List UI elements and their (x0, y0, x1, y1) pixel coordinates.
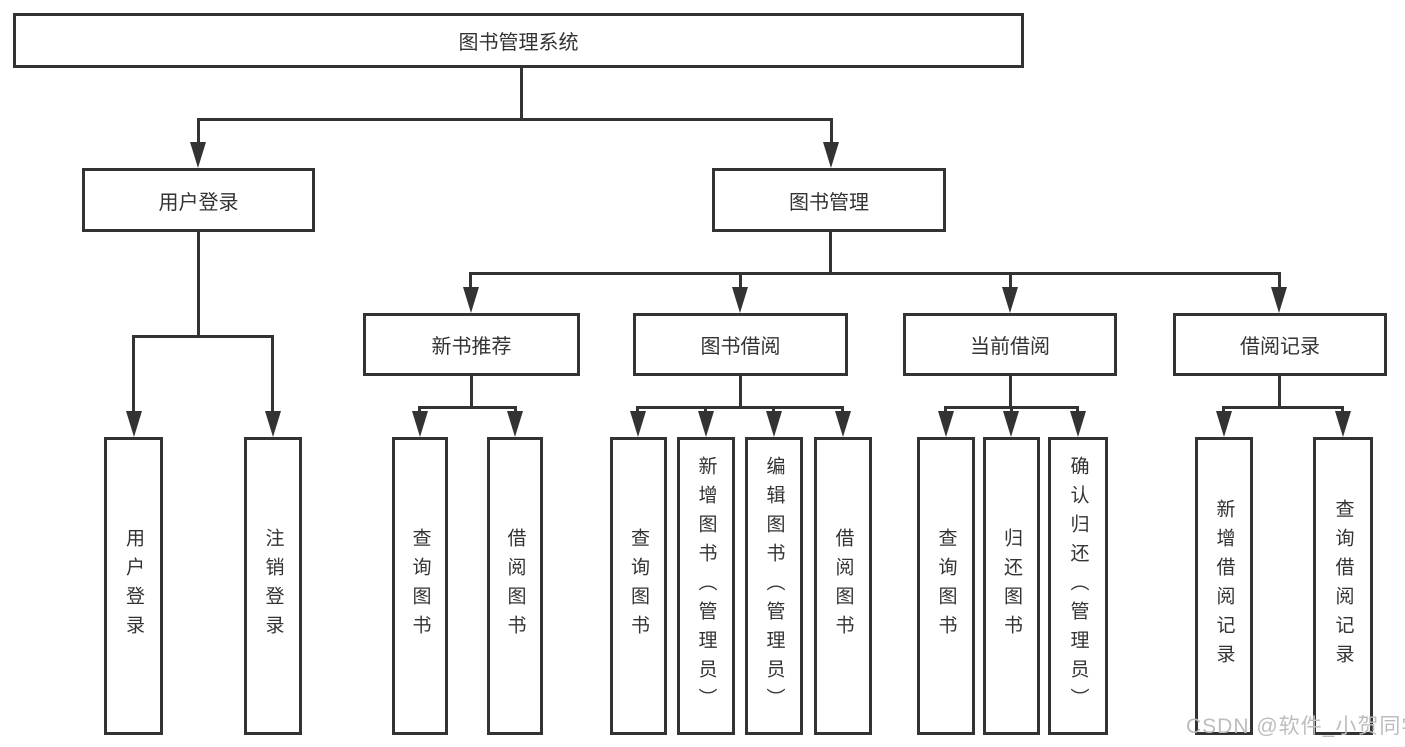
leaf-label: 新增图书（管理员） (695, 455, 717, 717)
arrow-down-icon (190, 142, 206, 168)
connector-stub (1009, 376, 1012, 409)
arrow-down-icon (835, 411, 851, 437)
arrow-down-icon (732, 287, 748, 313)
node-book-management: 图书管理 (712, 168, 946, 232)
connector-stem (1009, 272, 1012, 292)
node-label: 当前借阅 (970, 336, 1050, 358)
leaf-query-borrow-record: 查询借阅记录 (1313, 437, 1373, 735)
node-new-book-recommendation: 新书推荐 (363, 313, 580, 376)
connector-splitter (1222, 406, 1344, 409)
connector-stem (830, 118, 833, 146)
leaf-label: 借阅图书 (832, 528, 854, 644)
arrow-down-icon (938, 411, 954, 437)
arrow-down-icon (1003, 411, 1019, 437)
leaf-user-login: 用户登录 (104, 437, 163, 735)
node-label: 用户登录 (158, 191, 239, 214)
node-label: 图书管理 (789, 191, 869, 214)
leaf-add-books-admin: 新增图书（管理员） (677, 437, 735, 735)
connector-stub (1278, 376, 1281, 409)
connector-stub (739, 376, 742, 409)
arrow-down-icon (1216, 411, 1232, 437)
leaf-logout: 注销登录 (244, 437, 302, 735)
connector-stem (197, 118, 200, 146)
leaf-label: 确认归还（管理员） (1067, 455, 1089, 717)
connector-book-mgmt-stub (829, 232, 832, 275)
connector-stub (470, 376, 473, 409)
leaf-label: 借阅图书 (504, 528, 526, 644)
connector-stem (1278, 272, 1281, 292)
arrow-down-icon (630, 411, 646, 437)
connector-stem (469, 272, 472, 292)
node-book-borrowing: 图书借阅 (633, 313, 848, 376)
connector-root-splitter (197, 118, 833, 121)
leaf-query-books-current: 查询图书 (917, 437, 975, 735)
connector-user-login-splitter (132, 335, 274, 338)
leaf-query-books-recommend: 查询图书 (392, 437, 448, 735)
node-label: 借阅记录 (1240, 336, 1320, 358)
leaf-borrow-books-borrowing: 借阅图书 (814, 437, 872, 735)
connector-splitter (418, 406, 517, 409)
leaf-label: 归还图书 (1001, 528, 1022, 644)
leaf-label: 查询图书 (628, 528, 649, 644)
leaf-confirm-return-admin: 确认归还（管理员） (1048, 437, 1108, 735)
node-user-login: 用户登录 (82, 168, 315, 232)
leaf-add-borrow-record: 新增借阅记录 (1195, 437, 1253, 735)
arrow-down-icon (1271, 287, 1287, 313)
leaf-return-books: 归还图书 (983, 437, 1040, 735)
connector-stem (739, 272, 742, 292)
node-label: 新书推荐 (431, 336, 512, 358)
leaf-label: 查询图书 (935, 528, 957, 644)
leaf-label: 注销登录 (262, 528, 284, 644)
node-label: 图书管理系统 (458, 32, 579, 54)
connector-user-login-stub (197, 232, 200, 338)
arrow-down-icon (126, 411, 142, 437)
connector-stem (271, 335, 274, 415)
connector-root-stub (520, 68, 523, 120)
leaf-label: 新增借阅记录 (1213, 499, 1235, 673)
csdn-watermark: CSDN @软件_小贺同学 (1186, 715, 1405, 738)
leaf-label: 用户登录 (123, 528, 144, 644)
leaf-query-books-borrowing: 查询图书 (610, 437, 667, 735)
arrow-down-icon (823, 142, 839, 168)
connector-stem (132, 335, 135, 415)
arrow-down-icon (1002, 287, 1018, 313)
arrow-down-icon (507, 411, 523, 437)
leaf-edit-books-admin: 编辑图书（管理员） (745, 437, 803, 735)
connector-splitter (636, 406, 844, 409)
arrow-down-icon (1335, 411, 1351, 437)
arrow-down-icon (412, 411, 428, 437)
leaf-label: 查询图书 (409, 528, 431, 644)
arrow-down-icon (698, 411, 714, 437)
connector-book-mgmt-splitter (469, 272, 1281, 275)
leaf-label: 查询借阅记录 (1332, 499, 1354, 673)
arrow-down-icon (766, 411, 782, 437)
leaf-label: 编辑图书（管理员） (763, 455, 785, 717)
arrow-down-icon (265, 411, 281, 437)
node-library-management-system: 图书管理系统 (13, 13, 1024, 68)
node-label: 图书借阅 (700, 336, 781, 358)
arrow-down-icon (1070, 411, 1086, 437)
node-current-borrowing: 当前借阅 (903, 313, 1117, 376)
leaf-borrow-books-recommend: 借阅图书 (487, 437, 543, 735)
node-borrowing-records: 借阅记录 (1173, 313, 1387, 376)
arrow-down-icon (463, 287, 479, 313)
